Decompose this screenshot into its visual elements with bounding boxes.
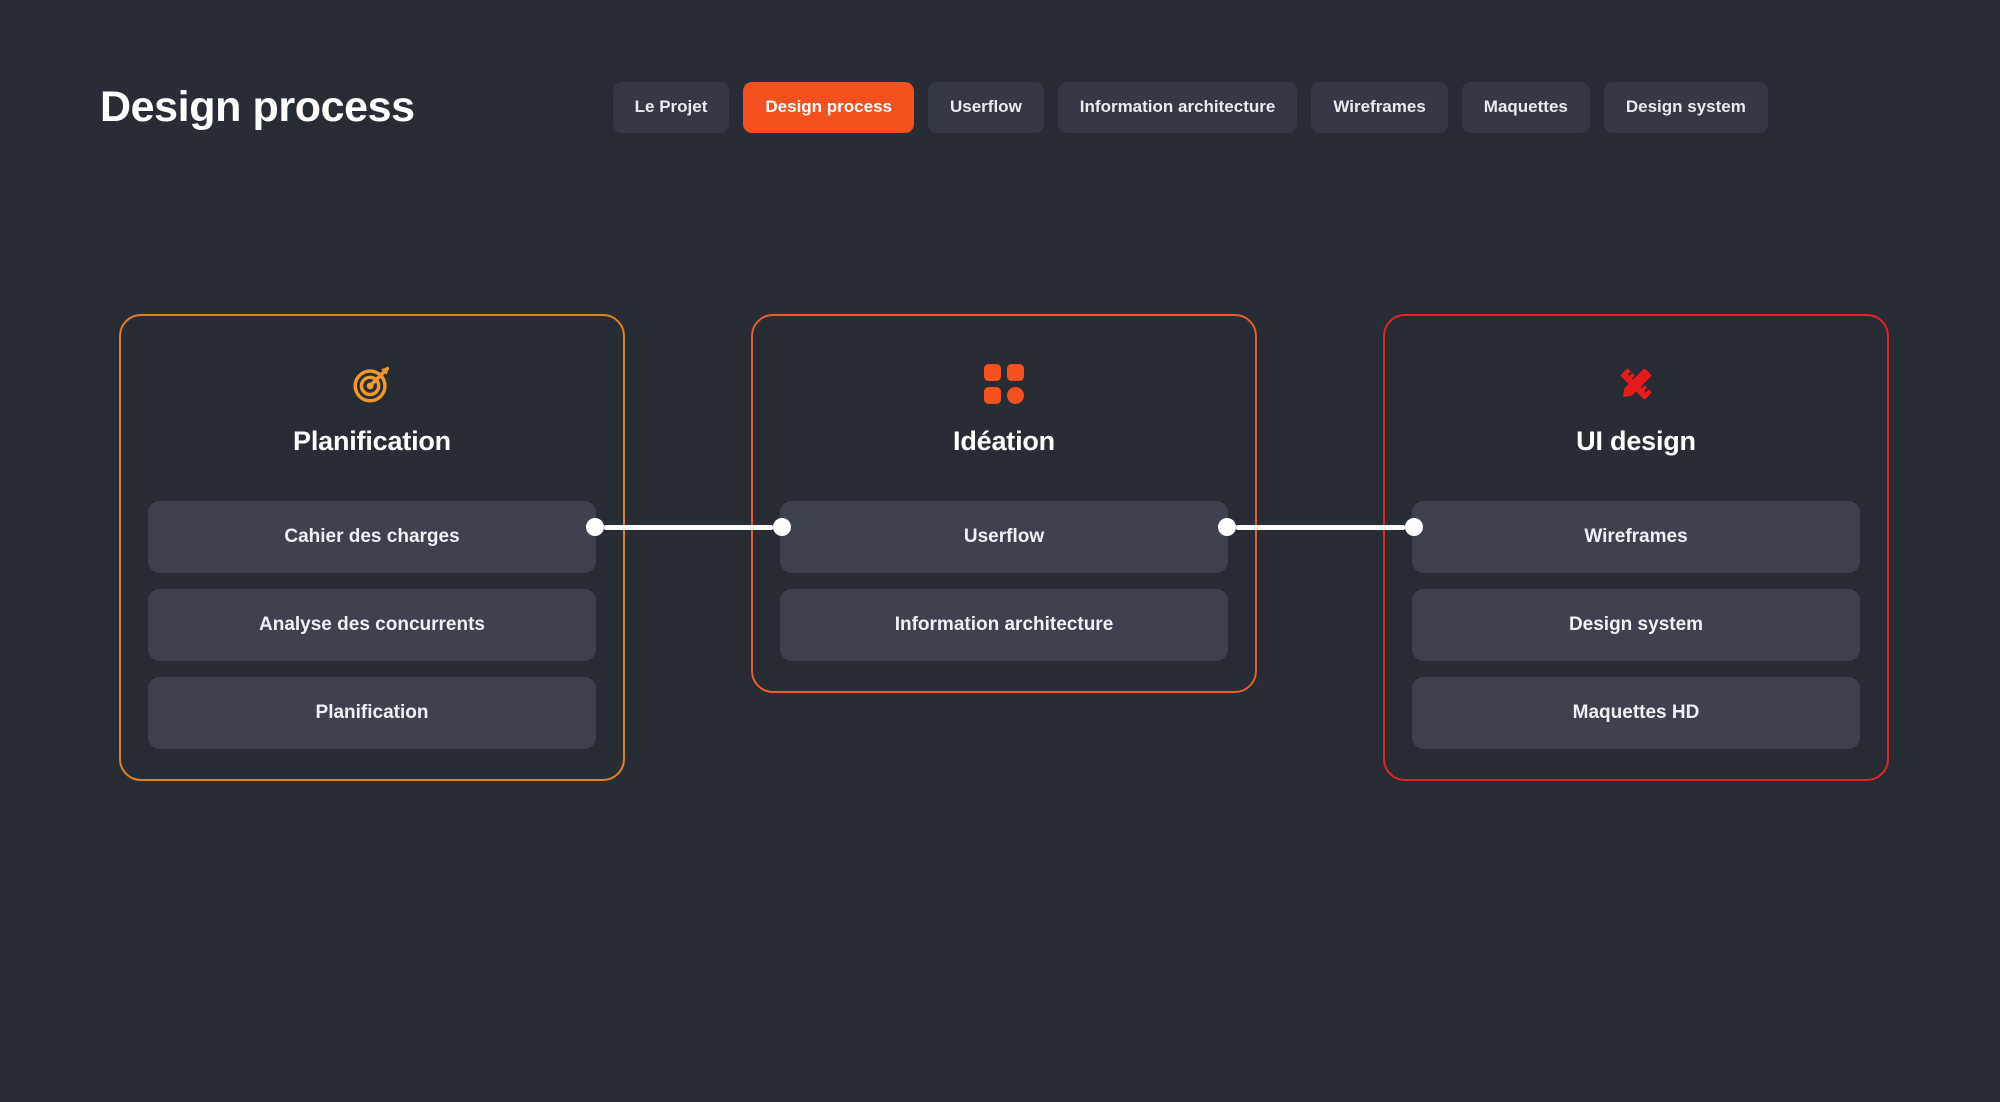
stage-item-list: Wireframes Design system Maquettes HD [1412, 501, 1860, 749]
tab-le-projet[interactable]: Le Projet [612, 81, 730, 133]
stage-item-list: Cahier des charges Analyse des concurren… [148, 501, 596, 749]
stage-item-list: Userflow Information architecture [780, 501, 1228, 661]
tab-userflow[interactable]: Userflow [928, 81, 1044, 133]
pencil-ruler-icon [1612, 360, 1660, 408]
stage-card-planification: Planification Cahier des charges Analyse… [119, 314, 625, 781]
stage-item-userflow[interactable]: Userflow [780, 501, 1228, 573]
stage-title: Planification [293, 426, 451, 456]
tab-wireframes[interactable]: Wireframes [1311, 81, 1448, 133]
stage-title: Idéation [953, 426, 1055, 456]
stage-item-wireframes[interactable]: Wireframes [1412, 501, 1860, 573]
connector-line [604, 524, 773, 530]
stage-item-information-architecture[interactable]: Information architecture [780, 589, 1228, 661]
tab-design-system[interactable]: Design system [1603, 81, 1768, 133]
stage-item-maquettes-hd[interactable]: Maquettes HD [1412, 677, 1860, 749]
stage-item-cahier-des-charges[interactable]: Cahier des charges [148, 501, 596, 573]
stage-card-ui-design: UI design Wireframes Design system Maque… [1383, 314, 1889, 781]
connector-line [1236, 524, 1405, 530]
page-title: Design process [100, 82, 415, 131]
design-process-flow: Planification Cahier des charges Analyse… [119, 314, 1889, 934]
stage-item-analyse-des-concurrents[interactable]: Analyse des concurrents [148, 589, 596, 661]
grid-squares-icon [980, 360, 1028, 408]
stage-title: UI design [1576, 426, 1696, 456]
tab-bar: Le Projet Design process Userflow Inform… [612, 81, 1768, 133]
stage-item-design-system[interactable]: Design system [1412, 589, 1860, 661]
stage-item-planification[interactable]: Planification [148, 677, 596, 749]
target-icon [348, 360, 396, 408]
stage-card-ideation: Idéation Userflow Information architectu… [751, 314, 1257, 693]
tab-information-architecture[interactable]: Information architecture [1057, 81, 1298, 133]
tab-design-process[interactable]: Design process [743, 81, 914, 133]
page-header: Design process Le Projet Design process … [100, 76, 1940, 138]
tab-maquettes[interactable]: Maquettes [1461, 81, 1590, 133]
